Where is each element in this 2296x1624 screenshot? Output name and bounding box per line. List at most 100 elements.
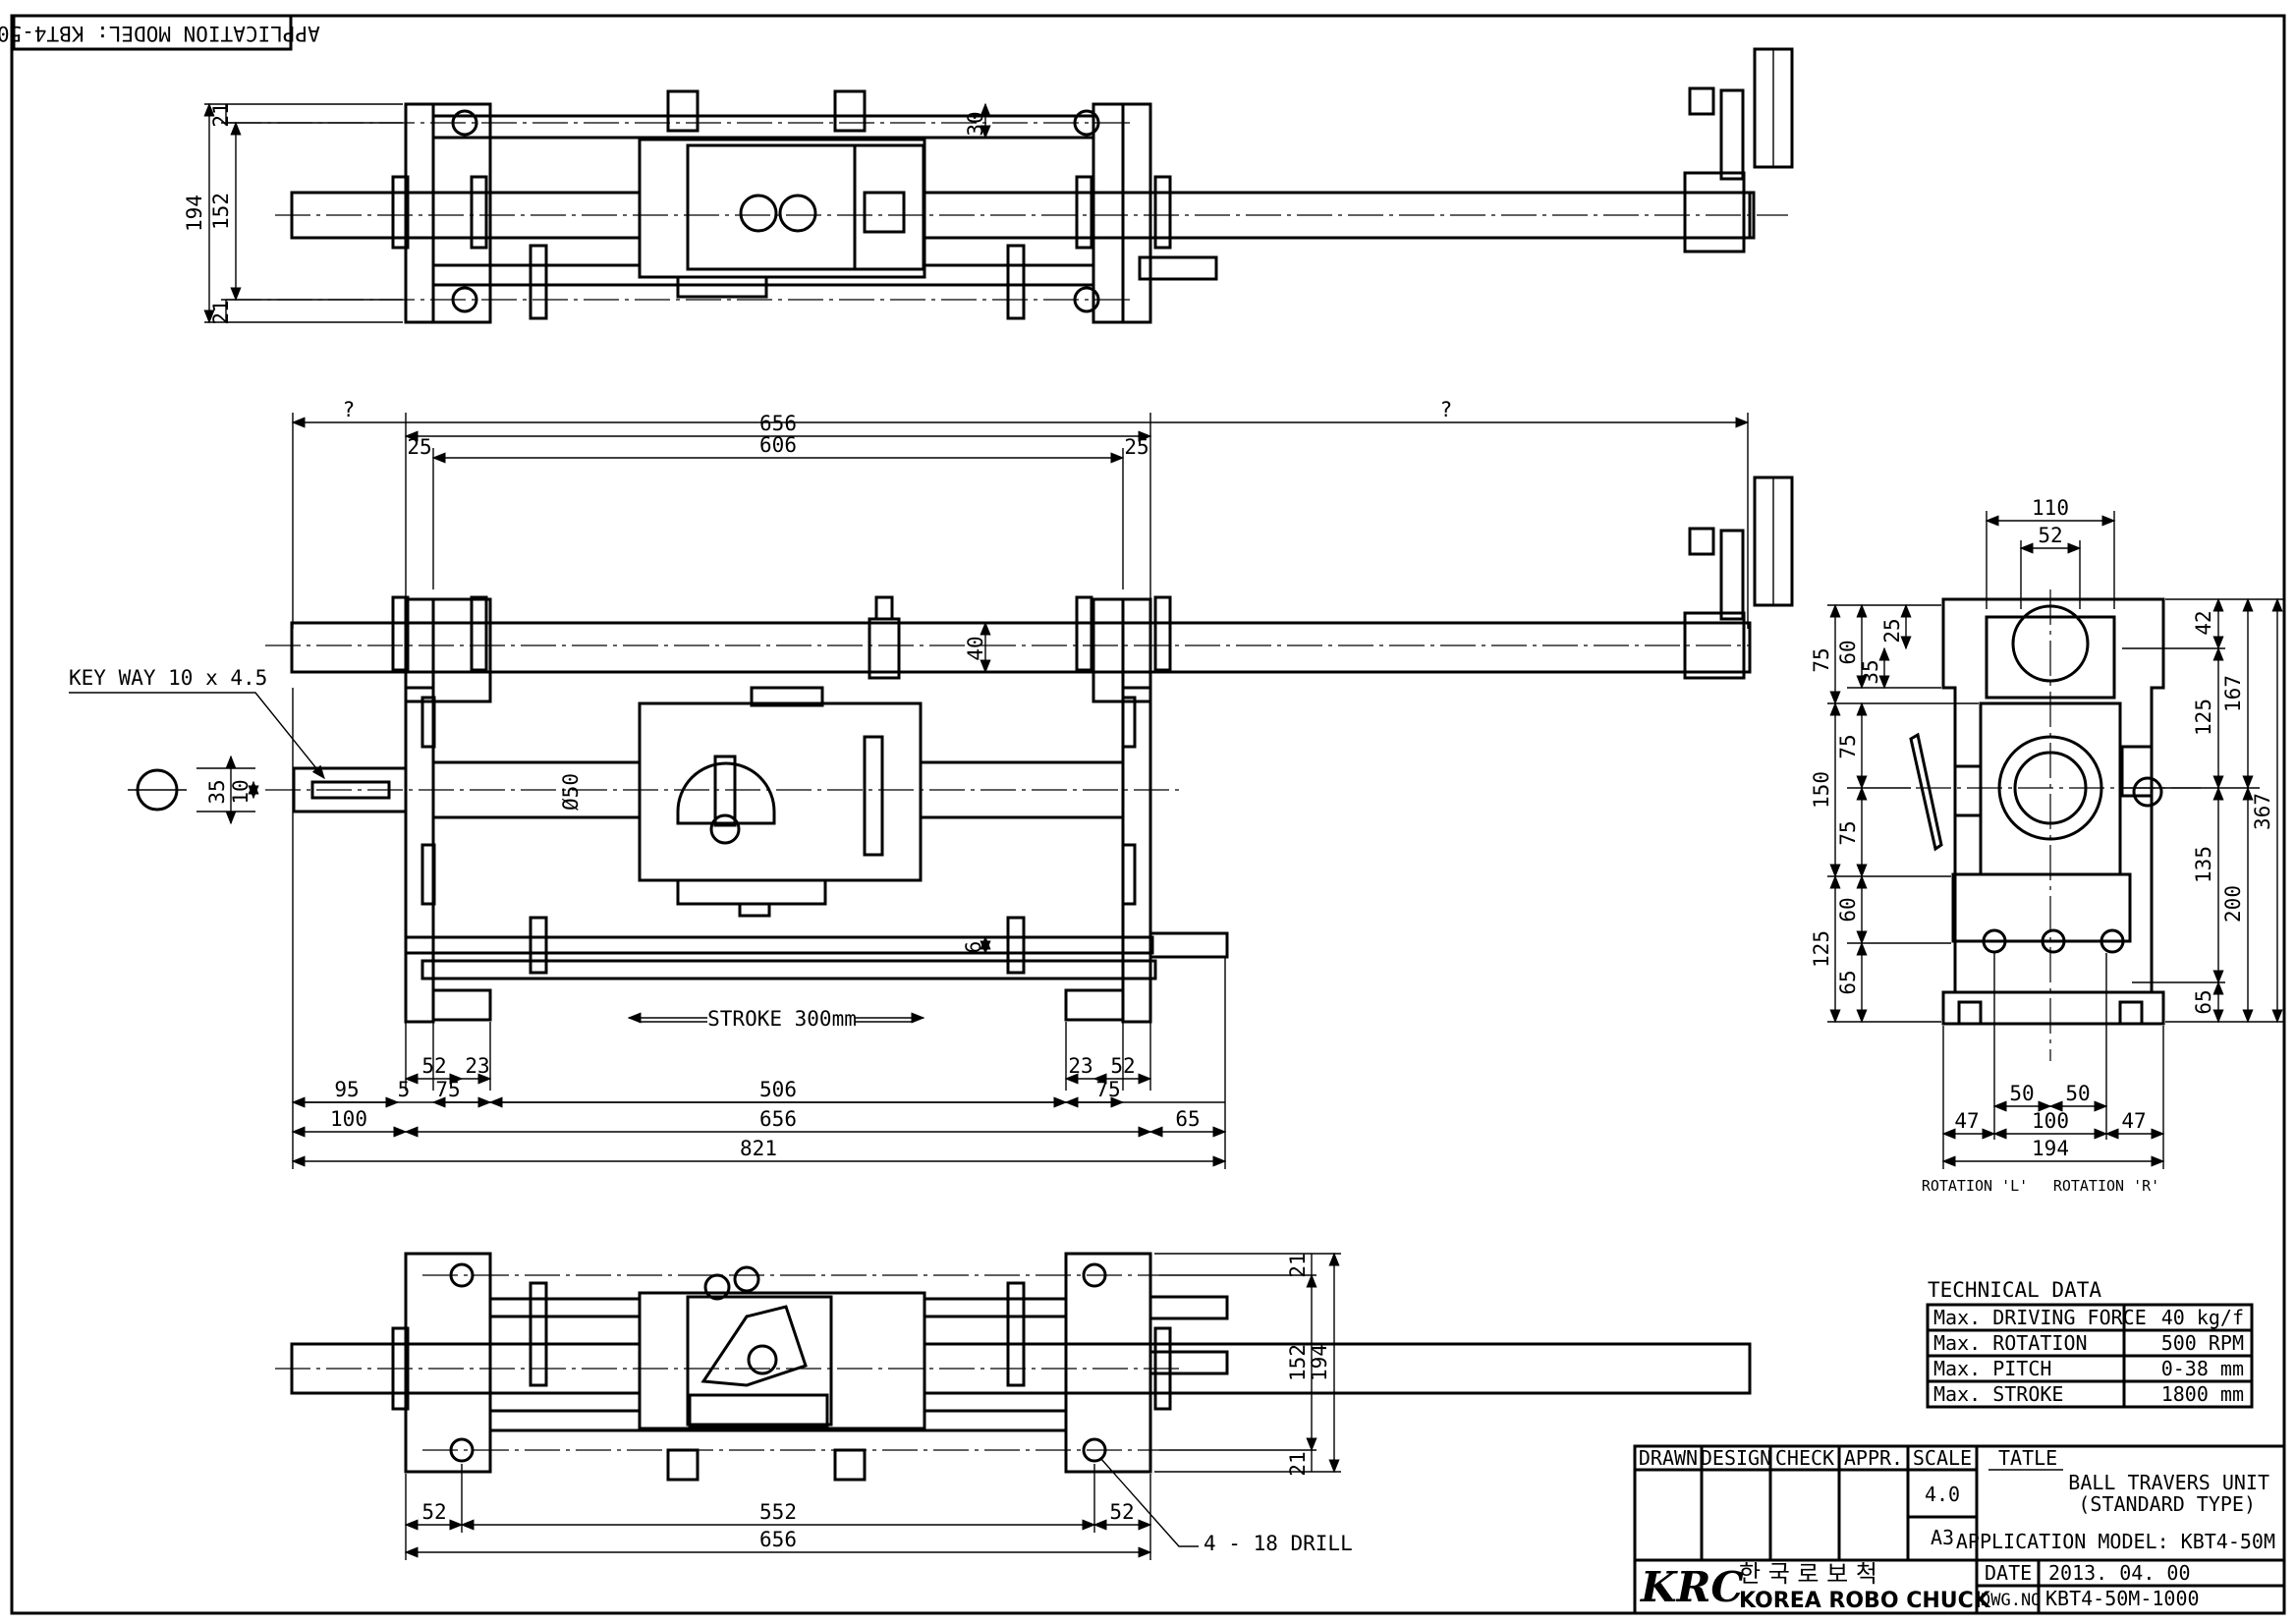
svg-text:500 RPM: 500 RPM: [2161, 1331, 2244, 1355]
svg-text:23: 23: [465, 1054, 489, 1078]
svg-text:25: 25: [407, 435, 431, 459]
svg-text:367: 367: [2251, 793, 2274, 830]
svg-text:DATE: DATE: [1985, 1561, 2032, 1585]
svg-text:656: 656: [759, 1107, 797, 1131]
drill-label: 4 - 18 DRILL: [1204, 1532, 1353, 1555]
end-view: 110 52 75 60 35 25 75 150 75 125 60 65: [1810, 496, 2284, 1195]
svg-text:CHECK: CHECK: [1775, 1446, 1834, 1470]
svg-text:21: 21: [209, 300, 233, 324]
svg-text:50: 50: [2009, 1082, 2034, 1105]
header-tab-text: APPLICATION MODEL: KBT4-50M: [0, 22, 320, 45]
svg-text:821: 821: [740, 1137, 777, 1160]
svg-text:2013. 04. 00: 2013. 04. 00: [2048, 1561, 2191, 1585]
svg-text:65: 65: [1836, 970, 1860, 994]
svg-text:52: 52: [2038, 524, 2062, 547]
drawing-border: [10, 14, 2286, 1615]
svg-text:52: 52: [421, 1500, 446, 1524]
svg-text:150: 150: [1810, 771, 1833, 809]
title-block: DRAWN DESIGN CHECK APPR. SCALE 4.0 A3 TA…: [1633, 1444, 2286, 1615]
rotation-l-label: ROTATION 'L': [1922, 1177, 2028, 1195]
svg-text:1800 mm: 1800 mm: [2161, 1382, 2244, 1406]
svg-text:110: 110: [2032, 496, 2069, 520]
svg-text:65: 65: [1175, 1107, 1200, 1131]
svg-text:5: 5: [398, 1078, 411, 1101]
svg-text:135: 135: [2192, 846, 2215, 883]
svg-text:75: 75: [1836, 734, 1860, 758]
svg-text:21: 21: [1286, 1451, 1310, 1476]
svg-text:152: 152: [1286, 1344, 1310, 1381]
svg-text:40: 40: [964, 636, 987, 660]
svg-text:95: 95: [334, 1078, 359, 1101]
svg-text:TATLE: TATLE: [1998, 1446, 2057, 1470]
svg-text:21: 21: [209, 102, 233, 127]
company-english-name: KOREA ROBO CHUCK: [1739, 1589, 1991, 1613]
top-view: 194 152 21 21 30: [183, 47, 1794, 325]
header-tab: APPLICATION MODEL: KBT4-50M: [0, 14, 320, 51]
technical-data-table: TECHNICAL DATA Max. DRIVING FORCE 40 kg/…: [1926, 1278, 2254, 1409]
svg-text:Max. STROKE: Max. STROKE: [1933, 1382, 2063, 1406]
svg-text:194: 194: [1308, 1344, 1331, 1381]
svg-text:APPR.: APPR.: [1844, 1446, 1903, 1470]
svg-text:30: 30: [964, 111, 987, 136]
svg-text:DRAWN: DRAWN: [1639, 1446, 1698, 1470]
svg-text:A3: A3: [1931, 1526, 1954, 1549]
svg-text:Max. PITCH: Max. PITCH: [1933, 1357, 2051, 1380]
svg-text:40 kg/f: 40 kg/f: [2161, 1306, 2244, 1329]
svg-text:25: 25: [1124, 435, 1148, 459]
svg-text:200: 200: [2221, 885, 2245, 923]
svg-text:23: 23: [1068, 1054, 1092, 1078]
keyway-label: KEY WAY 10 x 4.5: [69, 666, 267, 690]
svg-text:75: 75: [1095, 1078, 1120, 1101]
svg-text:656: 656: [759, 412, 797, 435]
svg-text:152: 152: [209, 193, 233, 230]
svg-text:75: 75: [1836, 820, 1860, 845]
stroke-label: STROKE 300mm: [707, 1007, 857, 1031]
svg-text:BALL TRAVERS UNIT: BALL TRAVERS UNIT: [2068, 1471, 2269, 1494]
svg-text:50: 50: [2065, 1082, 2090, 1105]
svg-text:4.0: 4.0: [1925, 1483, 1960, 1506]
svg-text:DESIGN: DESIGN: [1701, 1446, 1771, 1470]
svg-text:52: 52: [1110, 1054, 1135, 1078]
svg-text:35: 35: [205, 779, 229, 804]
svg-text:(STANDARD TYPE): (STANDARD TYPE): [2078, 1492, 2256, 1516]
svg-text:552: 552: [759, 1500, 797, 1524]
svg-text:194: 194: [183, 195, 206, 232]
svg-text:25: 25: [1880, 618, 1904, 643]
svg-text:100: 100: [330, 1107, 367, 1131]
svg-text:APPLICATION MODEL: KBT4-50M: APPLICATION MODEL: KBT4-50M: [1956, 1530, 2275, 1553]
svg-text:?: ?: [343, 398, 356, 421]
svg-text:?: ?: [1440, 398, 1453, 421]
svg-text:35: 35: [1859, 659, 1882, 684]
svg-text:DWG.NO: DWG.NO: [1981, 1591, 2041, 1610]
svg-text:506: 506: [759, 1078, 797, 1101]
company-korean-name: 한 국 로 보 척: [1739, 1560, 1877, 1588]
svg-text:21: 21: [1286, 1253, 1310, 1277]
svg-text:6: 6: [962, 941, 985, 954]
svg-text:60: 60: [1836, 640, 1860, 664]
svg-text:75: 75: [1810, 647, 1833, 672]
svg-text:42: 42: [2192, 610, 2215, 635]
svg-text:52: 52: [421, 1054, 446, 1078]
svg-text:47: 47: [1954, 1109, 1979, 1133]
svg-text:47: 47: [2121, 1109, 2146, 1133]
svg-text:10: 10: [229, 779, 252, 804]
svg-text:0-38 mm: 0-38 mm: [2161, 1357, 2244, 1380]
svg-text:Max. ROTATION: Max. ROTATION: [1933, 1331, 2088, 1355]
svg-text:606: 606: [759, 433, 797, 457]
side-view: ? ? 656 606 25 25 40: [69, 398, 1794, 1169]
svg-text:194: 194: [2032, 1137, 2069, 1160]
svg-text:SCALE: SCALE: [1913, 1446, 1972, 1470]
svg-text:75: 75: [435, 1078, 460, 1101]
bottom-view: 21 152 194 21 52 552 52 656 4 - 18 DRILL: [275, 1252, 1752, 1560]
svg-text:Ø50: Ø50: [559, 773, 583, 811]
svg-text:125: 125: [2192, 699, 2215, 736]
krc-logo: KRC: [1640, 1563, 1744, 1611]
svg-text:KBT4-50M-1000: KBT4-50M-1000: [2045, 1587, 2200, 1610]
svg-text:65: 65: [2192, 989, 2215, 1014]
svg-text:167: 167: [2221, 675, 2245, 712]
technical-data-title: TECHNICAL DATA: [1928, 1278, 2101, 1302]
svg-text:52: 52: [1109, 1500, 1134, 1524]
svg-text:Max. DRIVING FORCE: Max. DRIVING FORCE: [1933, 1306, 2147, 1329]
svg-text:125: 125: [1810, 930, 1833, 968]
